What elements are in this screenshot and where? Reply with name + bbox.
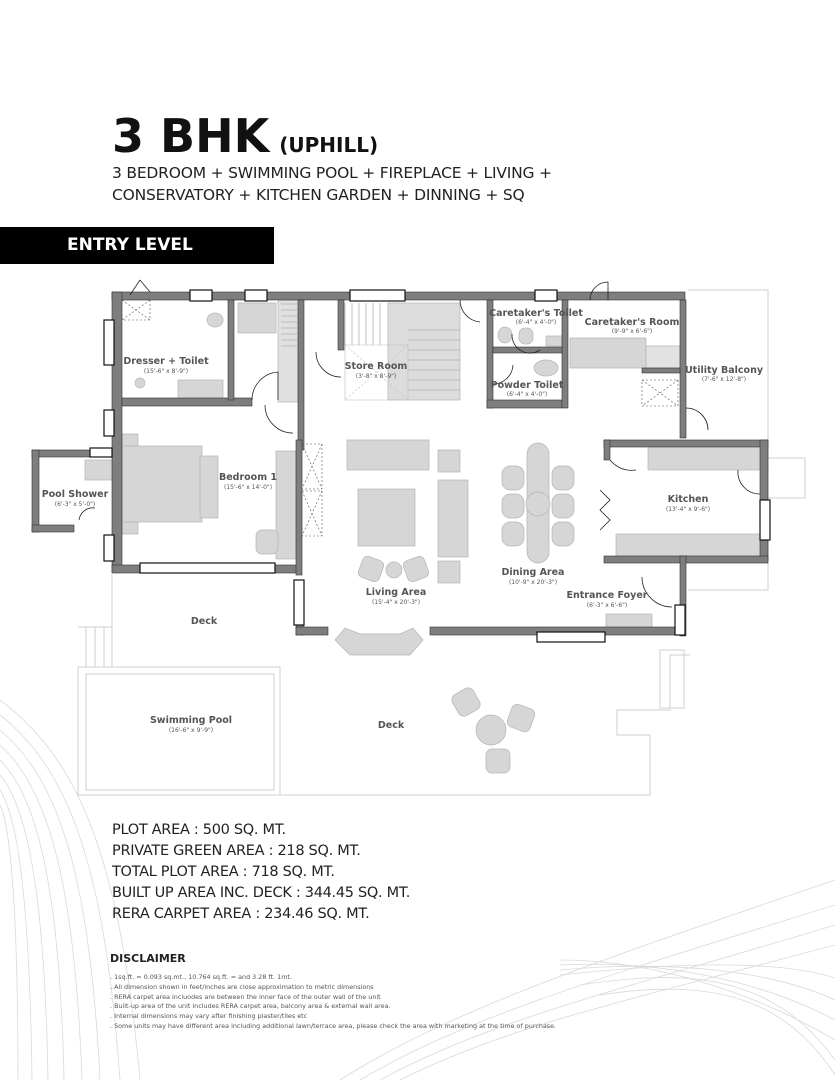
room-label-store-room: Store Room	[345, 361, 408, 372]
room-label-deck-left: Deck	[191, 616, 218, 627]
room-size-dining-area: (10'-9" x 20'-3")	[509, 579, 557, 586]
room-label-kitchen: Kitchen	[668, 494, 709, 505]
built-up-area: BUILT UP AREA INC. DECK : 344.45 SQ. MT.	[112, 885, 411, 901]
room-size-entrance-foyer: (6'-3" x 6'-6")	[587, 602, 627, 609]
room-label-caretakers-toilet: Caretaker's Toilet	[489, 308, 583, 319]
disclaimer: DISCLAIMER . 1sq.ft. = 0.093 sq.mt., 10.…	[110, 952, 556, 1032]
level-banner-label: ENTRY LEVEL	[67, 235, 193, 255]
disclaimer-item: . All dimension shown in feet/inches are…	[110, 982, 374, 991]
disclaimer-item: . 1sq.ft. = 0.093 sq.mt., 10.764 sq.ft. …	[110, 973, 292, 981]
room-label-entrance-foyer: Entrance Foyer	[567, 590, 648, 601]
room-size-swimming-pool: (16'-6" x 9'-9")	[169, 727, 213, 734]
room-label-living-area: Living Area	[366, 587, 427, 598]
room-size-bedroom-1: (15'-6" x 14'-0")	[224, 484, 272, 491]
total-plot-area: TOTAL PLOT AREA : 718 SQ. MT.	[112, 864, 335, 880]
room-size-utility-balcony: (7'-6" x 12'-8")	[702, 376, 746, 383]
floor-plan: Dresser + Toilet (15'-6" x 8'-9") Store …	[31, 279, 806, 796]
room-label-swimming-pool: Swimming Pool	[150, 715, 232, 726]
disclaimer-item: . Some units may have different area inc…	[110, 1021, 557, 1030]
disclaimer-title: DISCLAIMER	[110, 952, 186, 965]
level-banner: ENTRY LEVEL	[0, 227, 274, 264]
room-size-caretakers-toilet: (6'-4" x 4'-0")	[516, 319, 556, 326]
room-size-pool-shower: (6'-3" x 5'-0")	[55, 501, 95, 508]
plot-area: PLOT AREA : 500 SQ. MT.	[112, 822, 286, 838]
disclaimer-list: . 1sq.ft. = 0.093 sq.mt., 10.764 sq.ft. …	[110, 973, 556, 1032]
private-green-area: PRIVATE GREEN AREA : 218 SQ. MT.	[112, 843, 361, 859]
disclaimer-item: . RERA carpet area incluodes are between…	[110, 992, 381, 1001]
disclaimer-item: . Internal dimensions may vary after fin…	[110, 1012, 308, 1021]
disclaimer-item: . Built-up area of the unit includes RER…	[110, 1002, 391, 1011]
room-label-deck-bottom: Deck	[378, 720, 405, 731]
room-label-bedroom-1: Bedroom 1	[219, 472, 277, 483]
room-size-dresser-toilet: (15'-6" x 8'-9")	[144, 368, 188, 375]
room-size-living-area: (15'-4" x 20'-3")	[372, 599, 420, 606]
unit-description-line1: 3 BEDROOM + SWIMMING POOL + FIREPLACE + …	[112, 164, 552, 182]
unit-type-title: 3 BHK	[112, 109, 270, 163]
room-label-powder-toilet: Powder Toilet	[491, 380, 564, 391]
room-label-dresser-toilet: Dresser + Toilet	[123, 356, 209, 367]
room-label-pool-shower: Pool Shower	[42, 489, 109, 500]
room-label-caretakers-room: Caretaker's Room	[585, 317, 680, 328]
title-block: 3 BHK (UPHILL) 3 BEDROOM + SWIMMING POOL…	[112, 110, 552, 206]
area-summary: PLOT AREA : 500 SQ. MT. PRIVATE GREEN AR…	[112, 820, 410, 925]
unit-variant: (UPHILL)	[279, 133, 379, 157]
room-label-utility-balcony: Utility Balcony	[685, 365, 764, 376]
room-size-store-room: (3'-8" x 8'-9")	[356, 373, 396, 380]
room-label-dining-area: Dining Area	[502, 567, 565, 578]
unit-description-line2: CONSERVATORY + KITCHEN GARDEN + DINNING …	[112, 186, 525, 204]
rera-carpet-area: RERA CARPET AREA : 234.46 SQ. MT.	[112, 906, 370, 922]
room-size-powder-toilet: (6'-4" x 4'-0")	[507, 391, 547, 398]
room-size-kitchen: (13'-4" x 9'-6")	[666, 506, 710, 513]
room-size-caretakers-room: (9'-9" x 6'-6")	[612, 328, 652, 335]
